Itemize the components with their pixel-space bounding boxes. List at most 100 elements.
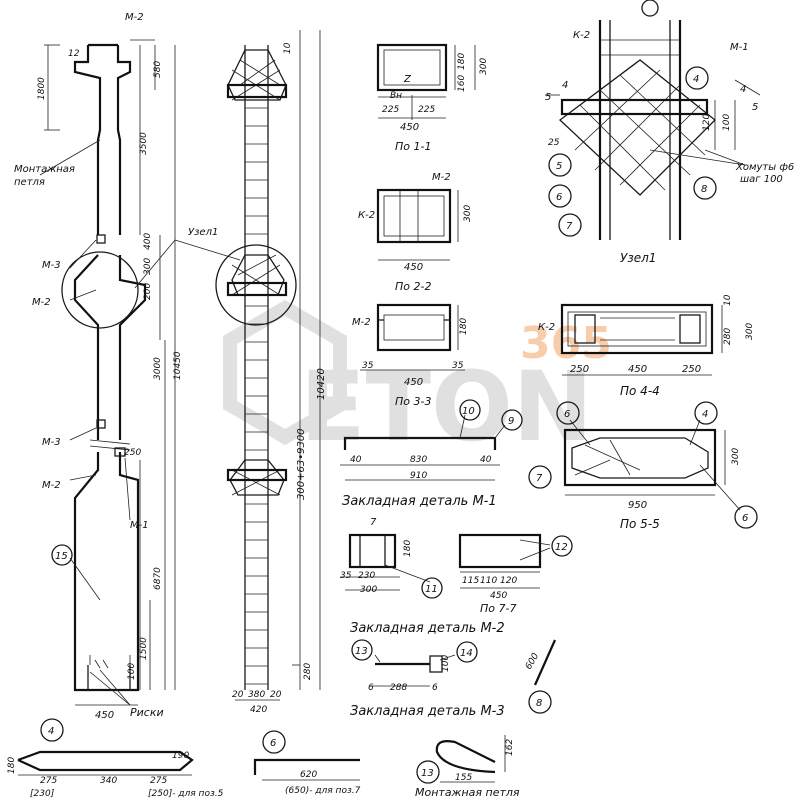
dim-6-b: 6 xyxy=(432,683,438,693)
label-4-left: 4 xyxy=(562,80,568,91)
dim-225-b: 225 xyxy=(418,105,435,115)
bar-shape-6 xyxy=(253,758,360,781)
sec11-z: Z xyxy=(403,74,412,85)
callout-15-text: 15 xyxy=(55,551,68,562)
dim-12: 12 xyxy=(68,49,80,59)
section-marker-top xyxy=(641,0,659,17)
dim-10-top: 10 xyxy=(283,42,293,54)
label-uzel1-left: Узел1 xyxy=(188,227,218,238)
sec11-vn: Вн xyxy=(390,91,402,101)
dim-280-s44: 280 xyxy=(723,328,733,345)
dim-9300: 300+63•9300 xyxy=(296,428,307,500)
label-k2-node: К-2 xyxy=(573,30,590,41)
section-4-4 xyxy=(560,303,723,376)
bar-shape-loop xyxy=(435,735,506,783)
dim-275-a: 275 xyxy=(40,776,57,786)
label-4-right: 4 xyxy=(740,84,746,95)
callout-13-text: 13 xyxy=(355,646,368,657)
dim-1800: 1800 xyxy=(37,77,47,100)
dim-35-a: 35 xyxy=(362,361,374,371)
caption-m3-detail: Закладная деталь М-3 xyxy=(350,704,505,719)
section-5-5-caption: По 5-5 xyxy=(620,517,660,531)
callout-5-node xyxy=(548,153,572,177)
embedded-part-m2 xyxy=(340,533,551,591)
dim-3500: 3500 xyxy=(139,132,149,155)
callout-6-bar-text: 6 xyxy=(270,738,276,749)
dim-450-left: 450 xyxy=(95,710,114,721)
embedded-part-m1 xyxy=(340,414,506,481)
callout-6-bar xyxy=(262,730,286,754)
section-4-4-caption: По 4-4 xyxy=(620,384,660,398)
bar-shape-4 xyxy=(17,750,194,776)
label-k2-s44: К-2 xyxy=(538,322,555,333)
callout-6-node-text: 6 xyxy=(556,192,562,203)
dim-100-node: 100 xyxy=(722,114,732,131)
dim-35-m2: 35 xyxy=(340,571,352,581)
callout-10 xyxy=(459,399,481,421)
section-7-7-caption: По 7-7 xyxy=(480,602,516,615)
dim-10420: 10420 xyxy=(316,368,327,400)
callout-13-bar-text: 13 xyxy=(421,768,434,779)
dim-450-s11: 450 xyxy=(400,122,419,133)
dim-280: 280 xyxy=(303,663,313,680)
dim-25: 25 xyxy=(548,138,560,148)
dim-100: 100 xyxy=(127,663,137,680)
callout-13 xyxy=(351,639,373,661)
dim-250: 250 xyxy=(124,448,141,458)
dim-6870: 6870 xyxy=(153,567,163,590)
callout-6-s55 xyxy=(556,401,580,425)
callout-7-s55 xyxy=(528,465,552,489)
callout-13-bar xyxy=(416,760,440,784)
dim-190: 190 xyxy=(172,751,189,761)
dim-450-s77: 450 xyxy=(490,591,507,601)
dim-450-s33: 450 xyxy=(404,377,423,388)
label-m2-s33: М-2 xyxy=(352,317,371,328)
dim-300-m2: 300 xyxy=(360,585,377,595)
callout-4-s55-text: 4 xyxy=(702,409,708,420)
callout-4-bar xyxy=(40,718,64,742)
callout-14 xyxy=(456,641,478,663)
watermark-number: 365 xyxy=(520,318,612,369)
callout-9 xyxy=(501,409,523,431)
dim-650: (650)- для поз.7 xyxy=(285,786,361,796)
callout-8-bar-text: 8 xyxy=(536,698,542,709)
dim-420: 420 xyxy=(250,705,267,715)
label-montage-loop-2: петля xyxy=(14,177,45,188)
caption-uzel1: Узел1 xyxy=(620,251,656,265)
node-1-detail xyxy=(545,20,761,240)
dim-288: 288 xyxy=(390,683,407,693)
callout-4-bar-text: 4 xyxy=(48,726,54,737)
section-2-2 xyxy=(376,188,459,261)
dim-450-s44: 450 xyxy=(628,364,647,375)
dim-120-node: 120 xyxy=(702,114,712,131)
dim-162: 162 xyxy=(505,739,515,756)
dim-275-b: 275 xyxy=(150,776,167,786)
dim-10450: 10450 xyxy=(173,351,183,380)
dim-1500: 1500 xyxy=(139,637,149,660)
callout-9-text: 9 xyxy=(508,416,514,427)
watermark-hex-icon xyxy=(223,299,347,446)
dim-160: 160 xyxy=(457,75,467,92)
dim-180-m2: 180 xyxy=(403,540,413,557)
caption-m1-detail: Закладная деталь М-1 xyxy=(342,494,497,509)
label-m2-top: М-2 xyxy=(125,12,144,23)
embedded-part-m3 xyxy=(370,654,456,687)
dim-3000: 3000 xyxy=(153,357,163,380)
label-m3-upper: М-3 xyxy=(42,260,61,271)
dim-6-a: 6 xyxy=(368,683,374,693)
dim-115: 115 xyxy=(462,576,479,586)
dim-300: 300 xyxy=(143,258,153,275)
callout-14-text: 14 xyxy=(460,648,473,659)
callout-7-node xyxy=(558,213,582,237)
section-5-5 xyxy=(563,419,741,511)
callout-8-node-text: 8 xyxy=(701,184,707,195)
callout-4-node-text: 4 xyxy=(693,74,699,85)
dim-20-b: 20 xyxy=(270,690,282,700)
dim-100-m3: 100 xyxy=(441,655,451,672)
section-3-3-caption: По 3-3 xyxy=(395,395,431,408)
callout-7-s55-text: 7 xyxy=(536,473,543,484)
caption-montage-loop: Монтажная петля xyxy=(415,786,520,799)
dim-400: 400 xyxy=(143,233,153,250)
dim-110: 110 xyxy=(480,576,497,586)
